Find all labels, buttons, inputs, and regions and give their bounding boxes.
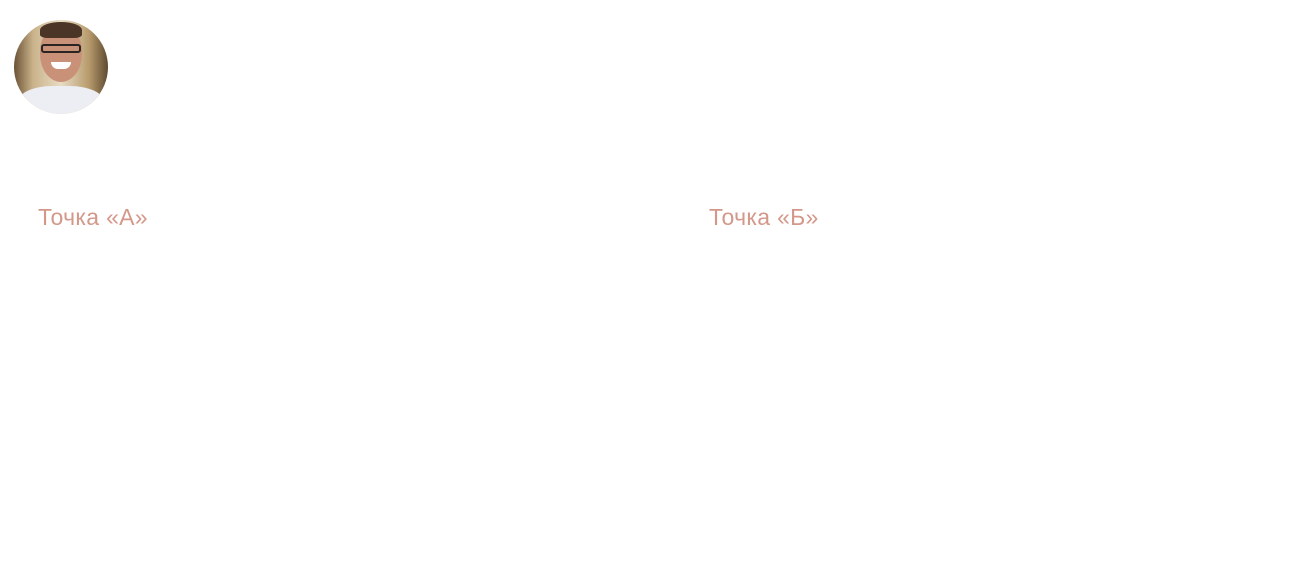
avatar-smile	[51, 62, 71, 69]
avatar-hair	[40, 22, 82, 38]
point-b-heading: Точка «Б»	[709, 204, 819, 230]
avatar	[14, 20, 108, 114]
point-a-heading: Точка «А»	[38, 204, 148, 230]
avatar-shirt	[18, 86, 104, 114]
avatar-glasses	[41, 44, 81, 53]
